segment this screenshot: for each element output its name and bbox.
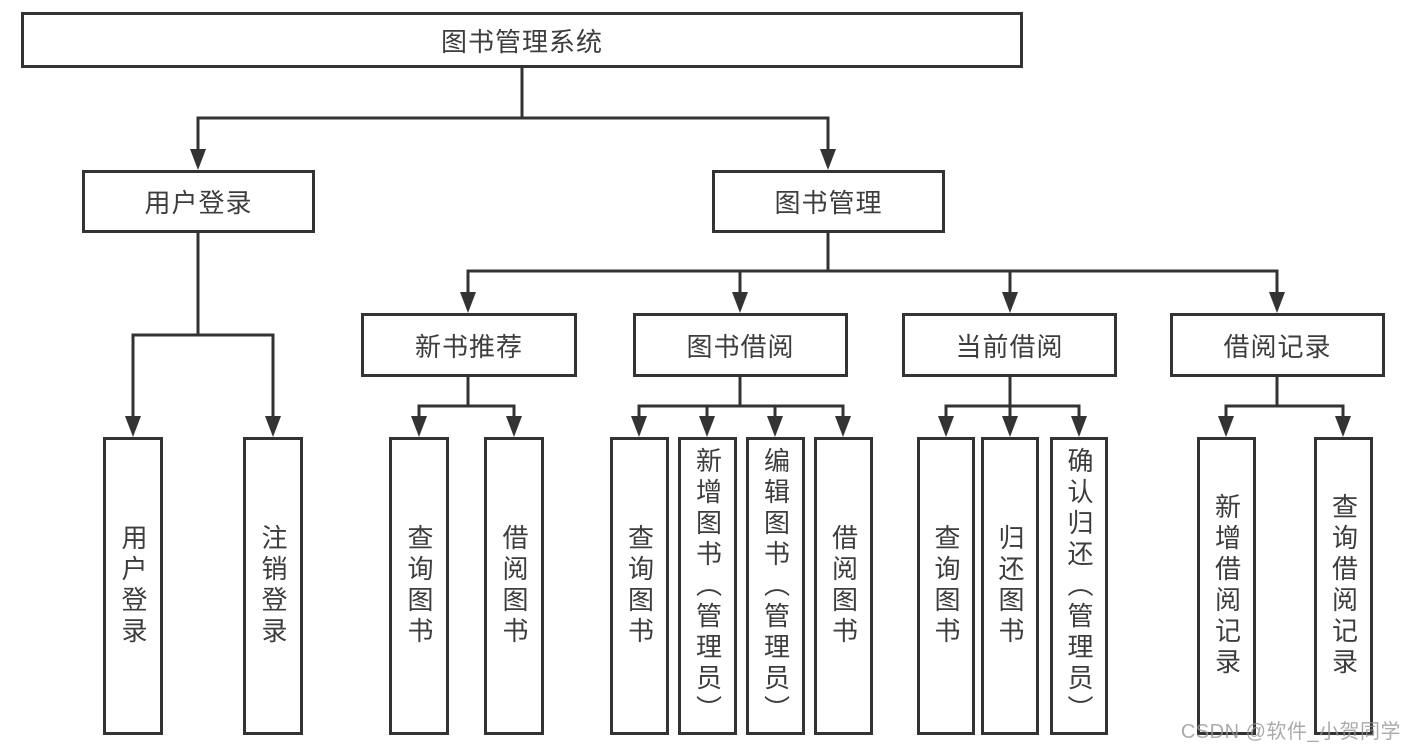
leaf-bb-query-books-label: 查询图书 [624,524,655,648]
node-book-management: 图书管理 [712,170,945,233]
leaf-cb-return-books: 归还图书 [981,437,1039,735]
edge-borrow-record-children [1218,375,1351,437]
leaf-cb-query-books-label: 查询图书 [931,524,961,648]
arrowhead-icon [1002,416,1018,437]
leaf-nb-borrow-books-label: 借阅图书 [499,524,529,648]
leaf-bb-add-books-admin-label: 新增图书（管理员） [692,446,723,726]
leaf-nb-query-books-label: 查询图书 [404,524,434,648]
edge-book-management-children [460,231,1285,313]
arrowhead-icon [1002,292,1018,313]
leaf-nb-query-books: 查询图书 [389,437,449,735]
arrowhead-icon [1335,416,1351,437]
leaf-bb-borrow-books-label: 借阅图书 [828,524,859,648]
edge-user-login-children [125,231,281,437]
arrowhead-icon [125,416,141,437]
arrowhead-icon [631,416,647,437]
leaf-bb-edit-books-admin-label: 编辑图书（管理员） [760,446,791,726]
arrowhead-icon [820,149,836,170]
leaf-cb-confirm-return-admin-label: 确认归还（管理员） [1064,446,1094,726]
leaf-cb-query-books: 查询图书 [917,437,975,735]
edge-current-borrow-children [938,375,1087,437]
arrowhead-icon [1269,292,1285,313]
leaf-cb-return-books-label: 归还图书 [995,524,1025,648]
node-book-borrowing-label: 图书借阅 [686,331,795,362]
leaf-bb-edit-books-admin: 编辑图书（管理员） [746,437,805,735]
arrowhead-icon [411,416,427,437]
leaf-bb-add-books-admin: 新增图书（管理员） [678,437,737,735]
csdn-watermark: CSDN @软件_小贺同学 [1180,721,1401,743]
leaf-user-login: 用户登录 [103,437,163,735]
node-borrowing-records-label: 借阅记录 [1223,331,1332,362]
arrowhead-icon [460,292,476,313]
arrowhead-icon [732,292,748,313]
arrowhead-icon [938,416,954,437]
node-new-book-recommend-label: 新书推荐 [414,331,523,362]
arrowhead-icon [1071,416,1087,437]
leaf-user-login-label: 用户登录 [118,524,148,648]
leaf-br-query-record: 查询借阅记录 [1314,437,1373,735]
arrowhead-icon [699,416,715,437]
leaf-cb-confirm-return-admin: 确认归还（管理员） [1050,437,1108,735]
leaf-br-add-record: 新增借阅记录 [1197,437,1256,735]
arrowhead-icon [1218,416,1234,437]
node-root-label: 图书管理系统 [440,26,603,57]
leaf-logout: 注销登录 [243,437,303,735]
node-book-management-label: 图书管理 [774,188,883,218]
node-root: 图书管理系统 [21,12,1023,68]
arrowhead-icon [506,416,522,437]
leaf-nb-borrow-books: 借阅图书 [484,437,544,735]
arrowhead-icon [265,416,281,437]
arrowhead-icon [767,416,783,437]
node-borrowing-records: 借阅记录 [1170,313,1385,377]
node-book-borrowing: 图书借阅 [633,313,848,377]
edge-root-to-level2 [190,66,836,170]
edge-new-book-children [411,375,522,437]
leaf-br-add-record-label: 新增借阅记录 [1211,493,1242,679]
edge-book-borrow-children [631,375,851,437]
leaf-bb-query-books: 查询图书 [610,437,669,735]
node-user-login: 用户登录 [82,170,315,233]
node-user-login-label: 用户登录 [144,188,253,218]
node-current-borrowing: 当前借阅 [902,313,1117,377]
leaf-br-query-record-label: 查询借阅记录 [1328,493,1359,679]
node-new-book-recommend: 新书推荐 [361,313,577,377]
leaf-logout-label: 注销登录 [258,524,288,648]
arrowhead-icon [835,416,851,437]
arrowhead-icon [190,149,206,170]
node-current-borrowing-label: 当前借阅 [955,331,1064,362]
leaf-bb-borrow-books: 借阅图书 [814,437,873,735]
